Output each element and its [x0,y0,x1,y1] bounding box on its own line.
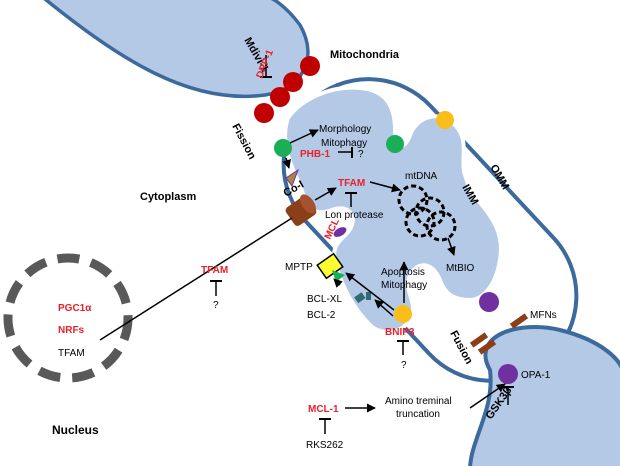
label-mtdna: mtDNA [405,171,438,182]
bnip3-dot [394,305,412,323]
label-bclxl: BCL-XL [307,294,342,305]
mfn-bar [469,332,489,348]
mfn-bar [477,339,497,355]
label-tfam-nuc: TFAM [58,348,85,359]
drp1-dot [270,87,290,107]
label-pgc1a: PGC1α [58,303,92,314]
drp1-dot [300,56,320,76]
label-lon: Lon protease [325,210,384,221]
label-amino-2: truncation [396,409,440,420]
mfn-bar [509,313,529,329]
drp1-dot [254,103,274,123]
bcl2-marker [366,292,371,300]
label-bcl2: BCL-2 [307,310,336,321]
label-rks262: RKS262 [306,440,344,451]
top-mitochondrion [43,0,310,99]
mtdna-circle [404,206,436,238]
label-apoptosis: Apoptosis [381,267,425,278]
yellow-protein [436,111,454,129]
truncation-to-opa1 [469,383,506,409]
mcl-protein [333,227,347,237]
label-tfam-mito: TFAM [338,178,365,189]
label-cytoplasm: Cytoplasm [140,191,196,203]
coi-complex [285,168,300,188]
label-mitophagy-top: Mitophagy [321,138,367,149]
arrow-bnip3-mptp [345,272,395,311]
arrow-bcl-mptp [333,278,343,288]
label-mfns: MFNs [530,310,557,321]
label-mitochondria: Mitochondria [330,49,400,61]
label-fission: Fission [229,122,258,162]
label-nucleus: Nucleus [52,423,99,437]
label-mptp: MPTP [285,262,313,273]
arrow-to-coi [282,157,291,169]
label-morphology: Morphology [319,124,371,135]
mtdna-circle [397,184,429,216]
arrow-tfam-mtdna [369,181,401,193]
label-nrfs: NRFs [58,325,85,336]
label-mitophagy-mid: Mitophagy [381,280,427,291]
label-opa1: OPA-1 [521,370,551,381]
arrow-channel-tfam [314,187,337,201]
label-q3: ? [213,300,219,311]
mtdna-circle [425,210,457,242]
nucleus-envelope [3,253,133,383]
bcl2-marker [354,292,366,304]
arrow-mtdna-mtbio [447,237,456,256]
label-bnip3: BNIP3 [385,327,415,338]
bottom-mitochondrion [468,325,620,466]
label-tfam-cyto: TFAM [201,265,228,276]
arrow-bnip3-bcl [374,299,394,317]
label-q2: ? [401,360,407,371]
green-protein [274,139,292,157]
arrow-to-morphology [289,129,319,144]
label-phb1: PHB-1 [300,149,330,160]
label-q1: ? [358,149,364,160]
purple-protein [479,292,499,312]
label-amino-1: Amino treminal [385,396,452,407]
green-protein [386,135,404,153]
label-mtbio: MtBIO [446,263,475,274]
nucleus-to-channel [99,217,293,341]
drp1-dot [283,72,303,92]
opa1-dot [498,364,518,384]
label-mcl1: MCL-1 [308,404,339,415]
import-channel [285,194,317,226]
